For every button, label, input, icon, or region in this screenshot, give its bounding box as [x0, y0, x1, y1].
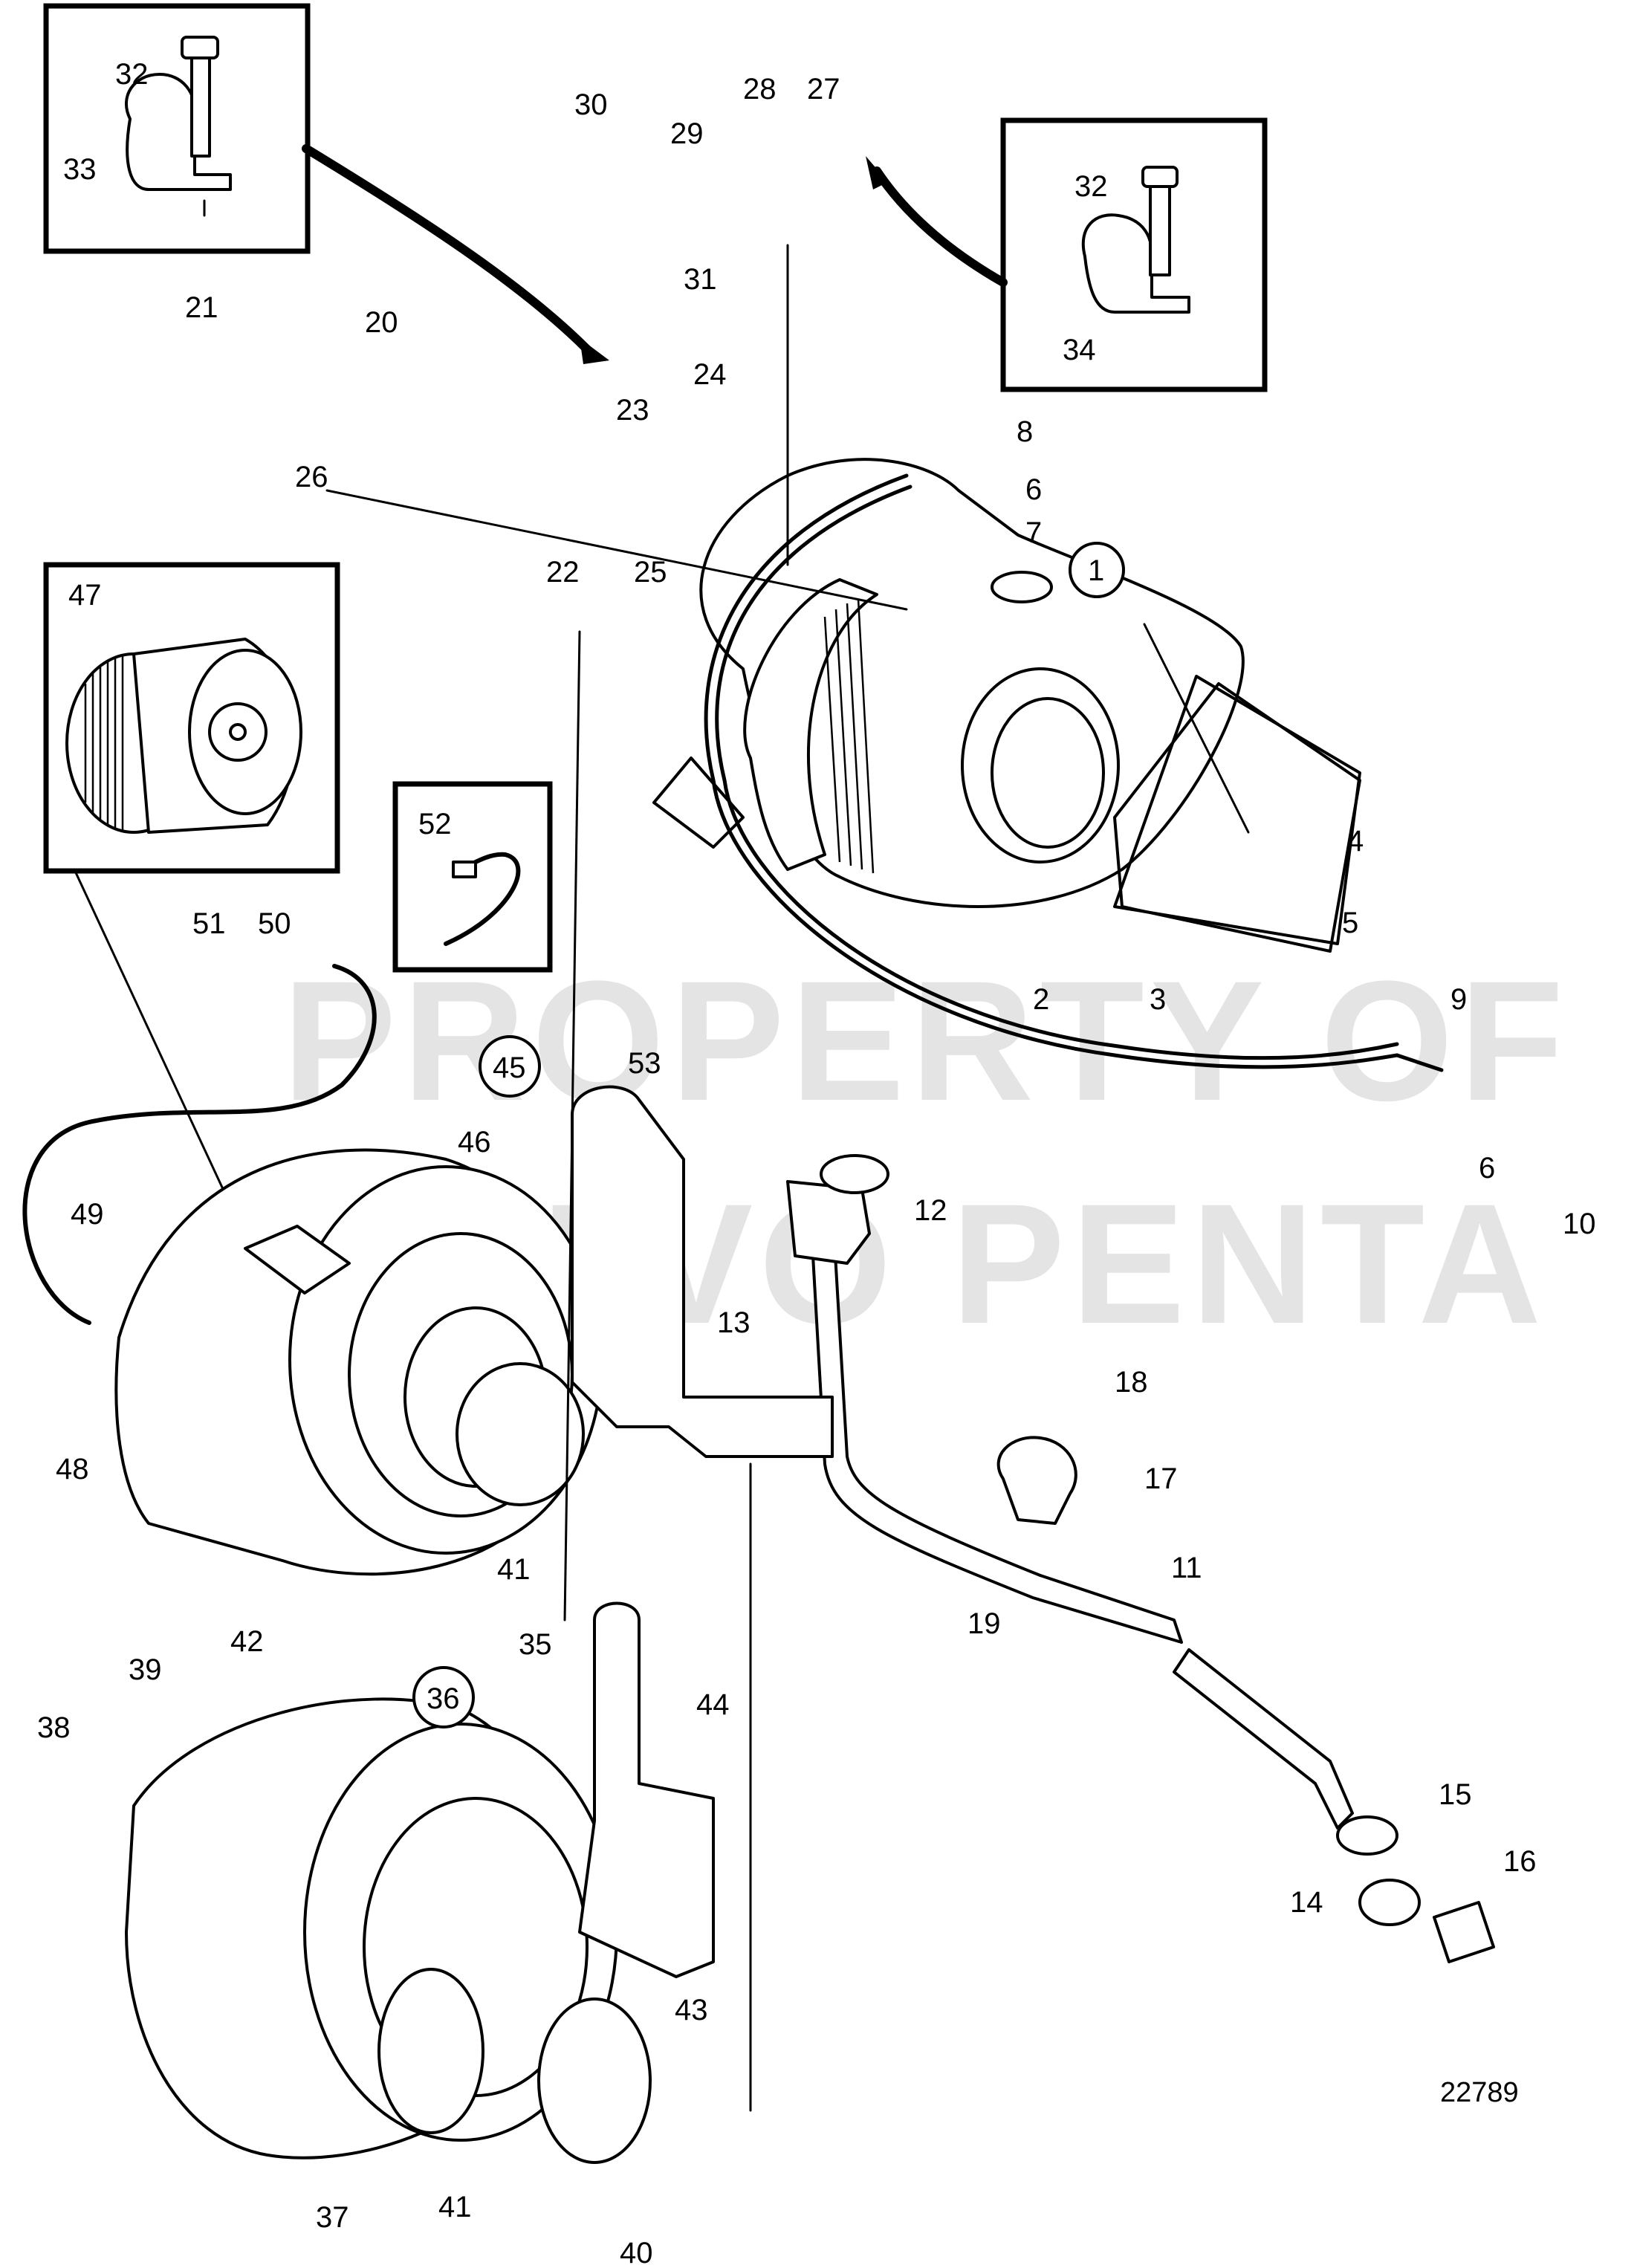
callout-28: 28 — [743, 73, 777, 106]
callout-39: 39 — [129, 1653, 162, 1686]
turbocharger — [652, 458, 1361, 953]
bracket-35 — [578, 1601, 715, 1978]
callout-53: 53 — [628, 1047, 661, 1080]
callout-1: 1 — [1088, 554, 1104, 587]
bracket-53 — [571, 1085, 834, 1458]
callout-19: 19 — [967, 1607, 1001, 1640]
callout-15: 15 — [1439, 1778, 1472, 1811]
callout-31: 31 — [684, 263, 717, 296]
callout-43: 43 — [675, 1994, 708, 2026]
inset-clamp-top-left — [43, 3, 311, 254]
diagram-reference-number: 22789 — [1440, 2077, 1519, 2108]
callout-49: 49 — [71, 1198, 104, 1231]
callout-33: 33 — [63, 153, 97, 186]
callout-41: 41 — [438, 2191, 472, 2223]
callout-12: 12 — [914, 1194, 947, 1227]
callout-46: 46 — [458, 1126, 491, 1159]
callout-18: 18 — [1115, 1366, 1148, 1399]
callout-10: 10 — [1563, 1208, 1596, 1240]
air-filter-upper — [22, 964, 603, 1576]
callout-6: 6 — [1025, 473, 1042, 506]
inset-hose-clip — [392, 781, 553, 973]
callout-23: 23 — [616, 394, 649, 427]
callout-6b: 6 — [1479, 1152, 1495, 1185]
callout-8: 8 — [1017, 415, 1033, 448]
callout-29: 29 — [670, 117, 704, 150]
callout-44: 44 — [696, 1688, 730, 1721]
watermark-line-1: PROPERTY OF — [282, 945, 1569, 1136]
callout-45: 45 — [493, 1052, 526, 1084]
callout-16: 16 — [1503, 1845, 1537, 1878]
oil-pipe-assembly — [786, 1154, 1495, 1963]
callout-37: 37 — [316, 2201, 349, 2234]
callout-36: 36 — [427, 1682, 460, 1715]
callout-26: 26 — [295, 461, 328, 493]
callout-25: 25 — [634, 556, 667, 589]
callout-32: 32 — [115, 58, 149, 91]
callout-2: 2 — [1033, 983, 1049, 1016]
callout-32b: 32 — [1074, 170, 1108, 203]
air-filter-lower — [125, 1697, 652, 2164]
callout-35: 35 — [519, 1628, 552, 1661]
callout-52: 52 — [418, 808, 452, 840]
callout-4: 4 — [1347, 825, 1364, 858]
callout-9: 9 — [1450, 983, 1467, 1016]
callout-13: 13 — [717, 1306, 751, 1339]
callout-labels: 1 2 3 4 5 6 6 7 8 9 10 11 12 13 14 15 16… — [37, 58, 1596, 2268]
callout-42: 42 — [230, 1625, 264, 1658]
callout-17: 17 — [1144, 1462, 1178, 1495]
callout-47: 47 — [68, 579, 102, 612]
leader-lines — [73, 244, 1250, 2112]
callout-3: 3 — [1150, 983, 1166, 1016]
callout-48: 48 — [56, 1453, 89, 1485]
callout-40: 40 — [620, 2237, 653, 2268]
callout-11: 11 — [1171, 1552, 1202, 1584]
callout-22: 22 — [546, 556, 580, 589]
inset-clamp-top-right — [1000, 117, 1268, 392]
inset-filter-element — [43, 562, 340, 874]
callout-50: 50 — [258, 907, 291, 940]
oil-feed-pipe — [704, 473, 1444, 1072]
leader-arrow-left — [302, 144, 591, 354]
callout-5: 5 — [1342, 907, 1358, 939]
callout-20: 20 — [365, 306, 398, 339]
callout-30: 30 — [574, 88, 608, 121]
callout-34: 34 — [1063, 334, 1096, 366]
callout-41b: 41 — [497, 1553, 531, 1586]
leader-arrow-right — [872, 166, 1008, 287]
callout-14: 14 — [1290, 1886, 1323, 1919]
callout-27: 27 — [807, 73, 840, 106]
callout-24: 24 — [693, 358, 727, 391]
callout-7: 7 — [1025, 516, 1042, 549]
callout-38: 38 — [37, 1711, 71, 1744]
callout-51: 51 — [192, 907, 226, 940]
callout-21: 21 — [185, 291, 218, 324]
